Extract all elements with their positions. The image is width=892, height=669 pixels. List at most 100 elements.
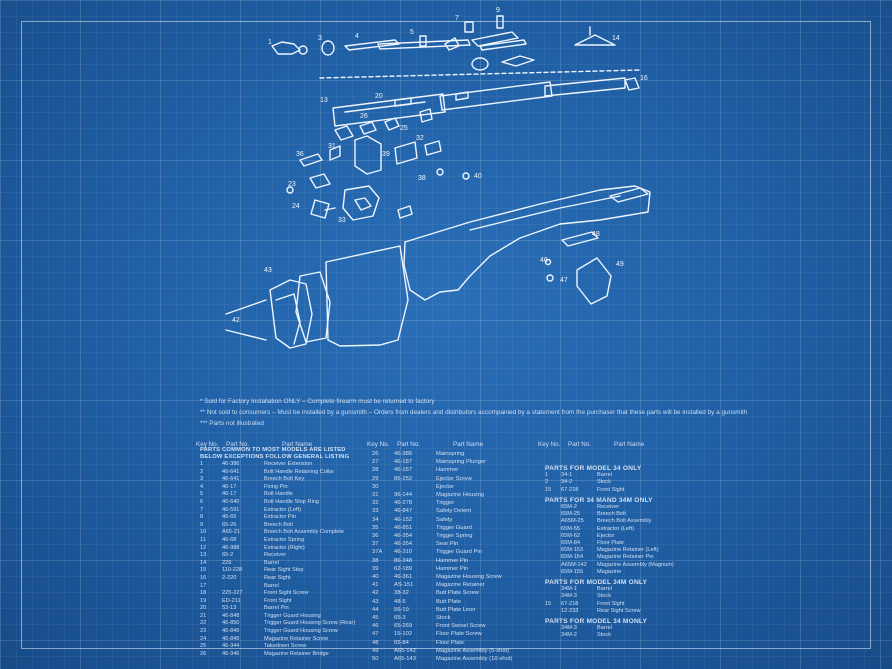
- key-number: 40: [372, 574, 379, 581]
- part-name: Breech Bolt Assembly Complete: [264, 529, 344, 536]
- part-name: Breech Bolt Assembly: [597, 518, 652, 525]
- note-gunsmith-only: ** Not sold to consumers – Must be insta…: [200, 409, 748, 416]
- part-name: Hammer: [436, 467, 459, 474]
- part-number: 46-386: [222, 461, 240, 467]
- part-number: 46-850: [222, 620, 240, 627]
- part-name: Barrel: [597, 625, 612, 632]
- key-number: 11: [200, 536, 206, 543]
- part-name: Floor Plate: [436, 639, 465, 646]
- part-name: Bolt Handle Retaining Collar: [264, 468, 335, 475]
- table-header-1: Key No.Part No.Part Name: [196, 441, 362, 448]
- part-name: Hammer Pin: [436, 557, 469, 564]
- part-number: 34M-3: [561, 625, 577, 632]
- key-number: 34: [372, 516, 379, 523]
- part-name: Magazine Housing: [436, 492, 485, 499]
- part-name: Extractor Spring: [264, 536, 305, 543]
- part-name: Trigger Guard Pin: [436, 549, 482, 556]
- header-key-no: Key No.: [196, 441, 219, 448]
- part-name: Magazine Retainer Pin: [597, 554, 654, 561]
- part-name: Ejector: [597, 532, 615, 539]
- part-number: 12-233: [561, 607, 579, 614]
- part-name: Mainspring Plunger: [436, 459, 486, 466]
- key-number: 44: [372, 606, 379, 613]
- svg-text:48: 48: [592, 231, 600, 238]
- part-name: Takedown Screw: [264, 643, 307, 650]
- part-number: 65M-153: [561, 547, 584, 554]
- part-name: Sear Pin: [436, 541, 459, 548]
- part-number: 65-2: [222, 552, 234, 559]
- key-number: 37A: [372, 549, 383, 556]
- part-number: 46-641: [222, 476, 240, 483]
- part-name: Front Sight: [597, 600, 625, 607]
- key-number: 18: [200, 590, 207, 597]
- part-name: Barrel: [597, 472, 612, 479]
- svg-text:32: 32: [416, 135, 424, 142]
- part-number: 46-344: [222, 643, 240, 650]
- part-name: Magazine Housing Screw: [436, 574, 502, 581]
- part-number: A65-143: [394, 656, 416, 663]
- part-number: A65M-142: [561, 561, 587, 568]
- part-name: Floor Plate: [597, 540, 625, 547]
- key-number: 13: [200, 552, 207, 559]
- part-number: 46-851: [394, 524, 413, 531]
- part-name: Butt Plate: [436, 598, 462, 605]
- part-name: Stock: [597, 632, 611, 639]
- part-number: 46-167: [394, 467, 413, 474]
- part-number: 86-348: [394, 557, 413, 564]
- key-number: 30: [372, 483, 379, 490]
- key-number: 7: [200, 506, 204, 513]
- key-number: 43: [372, 598, 379, 605]
- part-number: 46-65: [222, 514, 237, 521]
- part-number: 34M-1: [561, 586, 577, 593]
- part-name: Rear Sight: [264, 574, 291, 581]
- key-number: 36: [372, 533, 379, 540]
- key-number: 16: [200, 574, 207, 581]
- part-number: 46-849: [222, 635, 240, 642]
- key-number: 42: [372, 590, 379, 597]
- key-number: 1: [200, 461, 204, 467]
- svg-text:4: 4: [355, 33, 359, 40]
- key-number: 45: [372, 615, 379, 622]
- part-name: Receiver: [597, 504, 620, 511]
- part-number: A65-21: [222, 529, 241, 536]
- key-number: 22: [200, 620, 207, 627]
- table-header-3: Key No.Part No.Part Name: [538, 441, 694, 448]
- key-number: 5: [200, 491, 204, 498]
- part-number: 65M-155: [561, 568, 584, 575]
- bolt-parts-top-row: [271, 15, 616, 71]
- key-number: 41: [372, 582, 379, 589]
- part-name: Butt Plate Screw: [436, 590, 479, 597]
- part-name: Breech Bolt: [597, 511, 626, 518]
- svg-text:5: 5: [410, 29, 414, 36]
- key-number: 4: [200, 483, 204, 490]
- header-part-name: Part Name: [282, 441, 313, 448]
- note-factory-only: * Sold for Factory Installation ONLY – C…: [200, 398, 435, 405]
- key-number: 50: [372, 656, 379, 663]
